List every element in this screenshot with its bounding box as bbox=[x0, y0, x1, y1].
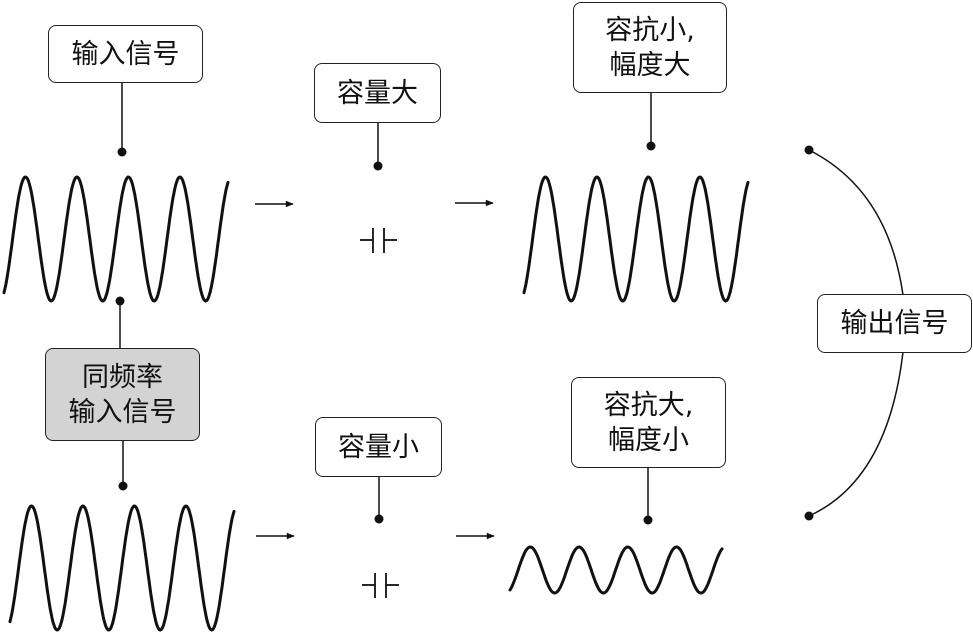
small-reactance-line1: 容抗小, bbox=[605, 14, 695, 46]
small-capacity-box: 容量小 bbox=[315, 417, 442, 477]
same-frequency-line2: 输入信号 bbox=[68, 396, 177, 428]
same-frequency-line1: 同频率 bbox=[82, 361, 163, 393]
output-signal-box: 输出信号 bbox=[817, 294, 972, 353]
input-signal-label: 输入信号 bbox=[71, 38, 180, 70]
bottom-input-dot bbox=[118, 481, 128, 491]
large-capacity-label: 容量大 bbox=[337, 77, 418, 109]
output-bracket-upper bbox=[808, 149, 904, 296]
large-amplitude-line2: 幅度大 bbox=[609, 49, 691, 81]
bottom-output-wave bbox=[508, 545, 724, 595]
large-capacity-box: 容量大 bbox=[314, 63, 441, 123]
same-frequency-input-box: 同频率 输入信号 bbox=[45, 348, 200, 441]
top-input-wave bbox=[2, 175, 230, 303]
large-reactance-line1: 容抗大, bbox=[603, 389, 694, 421]
output-bracket-lower bbox=[808, 351, 904, 517]
small-amplitude-line2: 幅度小 bbox=[608, 424, 689, 456]
small-reactance-dot bbox=[646, 141, 656, 151]
large-capacity-dot bbox=[373, 161, 383, 171]
capacitor-icon bbox=[360, 228, 397, 253]
output-signal-label: 输出信号 bbox=[840, 308, 949, 339]
small-capacity-dot bbox=[374, 514, 384, 524]
large-reactance-box: 容抗大, 幅度小 bbox=[571, 377, 726, 468]
capacitor-icon bbox=[362, 573, 399, 598]
large-reactance-dot bbox=[643, 515, 653, 525]
small-reactance-box: 容抗小, 幅度大 bbox=[573, 2, 727, 93]
input-signal-box: 输入信号 bbox=[48, 25, 203, 83]
small-capacity-label: 容量小 bbox=[338, 431, 419, 463]
input-signal-dot bbox=[117, 147, 127, 157]
top-output-wave bbox=[522, 175, 750, 303]
bottom-input-wave bbox=[8, 504, 236, 632]
